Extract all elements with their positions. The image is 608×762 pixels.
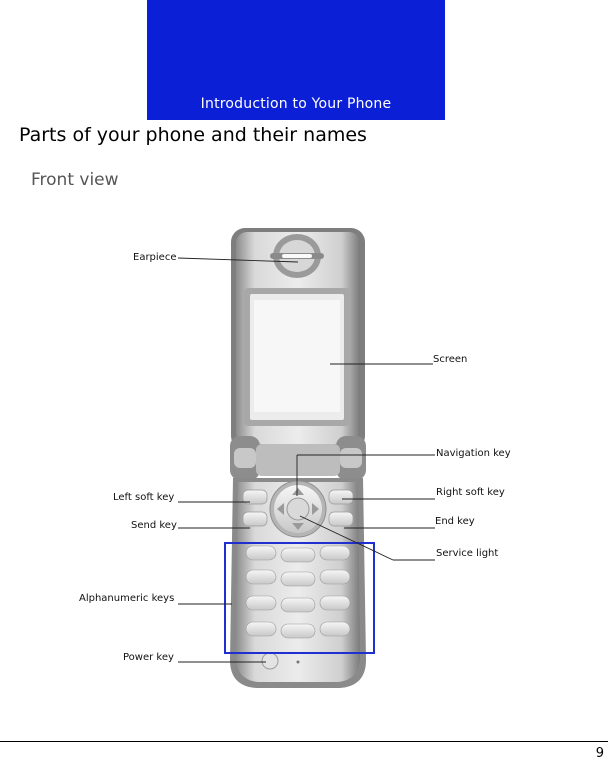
send-key [242, 511, 268, 527]
alphanumeric-keys-label: Alphanumeric keys [79, 593, 175, 604]
left-soft-key [242, 489, 268, 505]
send-key-label: Send key [131, 520, 177, 531]
power-key [261, 652, 279, 670]
keypad-highlight-box [224, 542, 375, 654]
right-soft-key [328, 489, 354, 505]
screen [244, 288, 350, 426]
earpiece [270, 234, 324, 278]
service-light [286, 497, 310, 521]
navigation-key [269, 480, 327, 538]
end-key [328, 511, 354, 527]
navigation-key-label: Navigation key [436, 448, 511, 459]
right-soft-key-label: Right soft key [436, 487, 505, 498]
hinge [230, 436, 366, 480]
service-light-label: Service light [436, 548, 499, 559]
end-key-label: End key [435, 516, 475, 527]
chapter-banner: Introduction to Your Phone [147, 0, 445, 120]
power-key-label: Power key [123, 652, 174, 663]
footer-rule [0, 741, 608, 742]
section-heading: Front view [31, 170, 119, 190]
phone-base [230, 478, 366, 688]
earpiece-label: Earpiece [133, 252, 177, 263]
chapter-title: Introduction to Your Phone [200, 96, 392, 112]
alphanumeric-keys [245, 545, 351, 639]
callout-lines [177, 257, 435, 663]
page-number: 9 [595, 746, 604, 761]
page-heading: Parts of your phone and their names [19, 124, 367, 146]
screen-label: Screen [433, 354, 468, 365]
phone-flip [231, 228, 365, 450]
left-soft-key-label: Left soft key [113, 492, 175, 503]
